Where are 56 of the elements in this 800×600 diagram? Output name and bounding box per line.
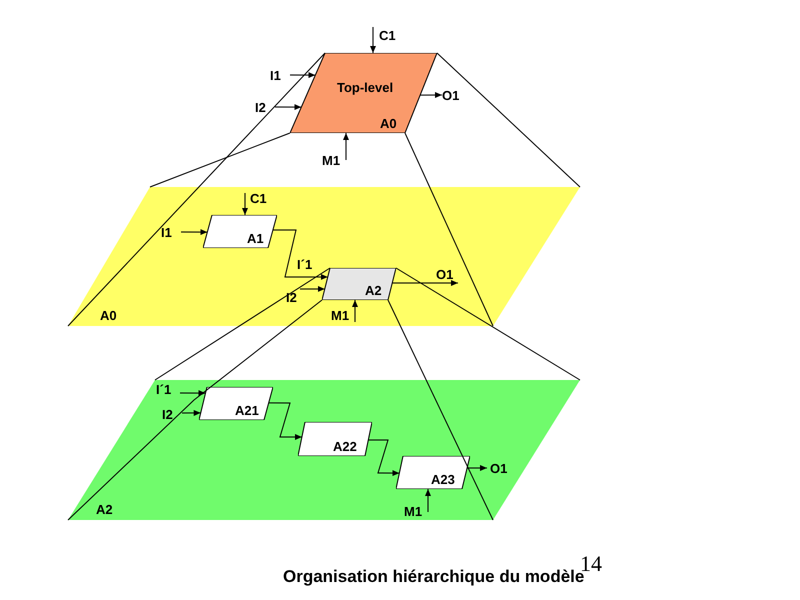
- arrow: [180, 229, 208, 236]
- arrow: [242, 192, 248, 216]
- flow-label: I2: [286, 289, 306, 306]
- arrow: [368, 440, 400, 476]
- flow-label: I´1: [156, 381, 180, 398]
- layer-plane: [68, 380, 580, 520]
- activity-label: A2: [96, 502, 113, 518]
- activity-box: [396, 456, 470, 489]
- activity-label: A0: [100, 308, 117, 324]
- arrow: [466, 465, 488, 471]
- arrow: [420, 92, 442, 98]
- arrow: [268, 402, 302, 440]
- arrow: [272, 229, 328, 280]
- projection-line: [150, 132, 290, 188]
- activity-label: A23: [431, 472, 455, 488]
- arrow: [290, 72, 316, 78]
- layer-plane: [68, 187, 580, 326]
- activity-label: A22: [333, 439, 357, 455]
- arrow: [180, 390, 206, 396]
- projection-line: [388, 300, 494, 520]
- arrow: [343, 132, 349, 160]
- projection-line: [154, 268, 330, 380]
- flow-label: C1: [373, 27, 397, 44]
- activity-box: [290, 53, 437, 133]
- activity-label: A2: [365, 283, 382, 299]
- arrow: [370, 26, 376, 54]
- arrow: [352, 300, 358, 322]
- activity-box: [298, 422, 372, 456]
- arrow: [274, 104, 302, 110]
- activity-box: [322, 268, 396, 300]
- projection-line: [68, 300, 322, 520]
- activity-label: A1: [247, 231, 264, 247]
- arrow: [392, 280, 458, 286]
- flow-label: O1: [436, 266, 460, 283]
- flow-label: O1: [487, 460, 511, 477]
- flow-label: I2: [162, 406, 182, 423]
- activity-box: [203, 215, 277, 248]
- flow-label: I1: [270, 67, 290, 84]
- flow-label: I1: [161, 224, 181, 241]
- projection-line: [396, 268, 580, 380]
- flow-label: M1: [322, 152, 346, 169]
- activity-box: [199, 387, 273, 420]
- flow-label: M1: [331, 307, 355, 324]
- activity-label: A21: [235, 403, 259, 419]
- projection-line: [68, 52, 326, 326]
- flow-label: C1: [245, 190, 269, 207]
- projection-line: [404, 132, 494, 326]
- flow-label: M1: [404, 503, 428, 520]
- projection-line: [436, 52, 580, 188]
- arrow: [300, 286, 326, 292]
- flow-label: O1: [442, 87, 466, 104]
- arrow: [182, 410, 202, 416]
- flow-label: I2: [255, 99, 275, 116]
- activity-label: A0: [380, 116, 397, 132]
- activity-label: Top-level: [337, 80, 394, 96]
- arrow: [425, 488, 431, 512]
